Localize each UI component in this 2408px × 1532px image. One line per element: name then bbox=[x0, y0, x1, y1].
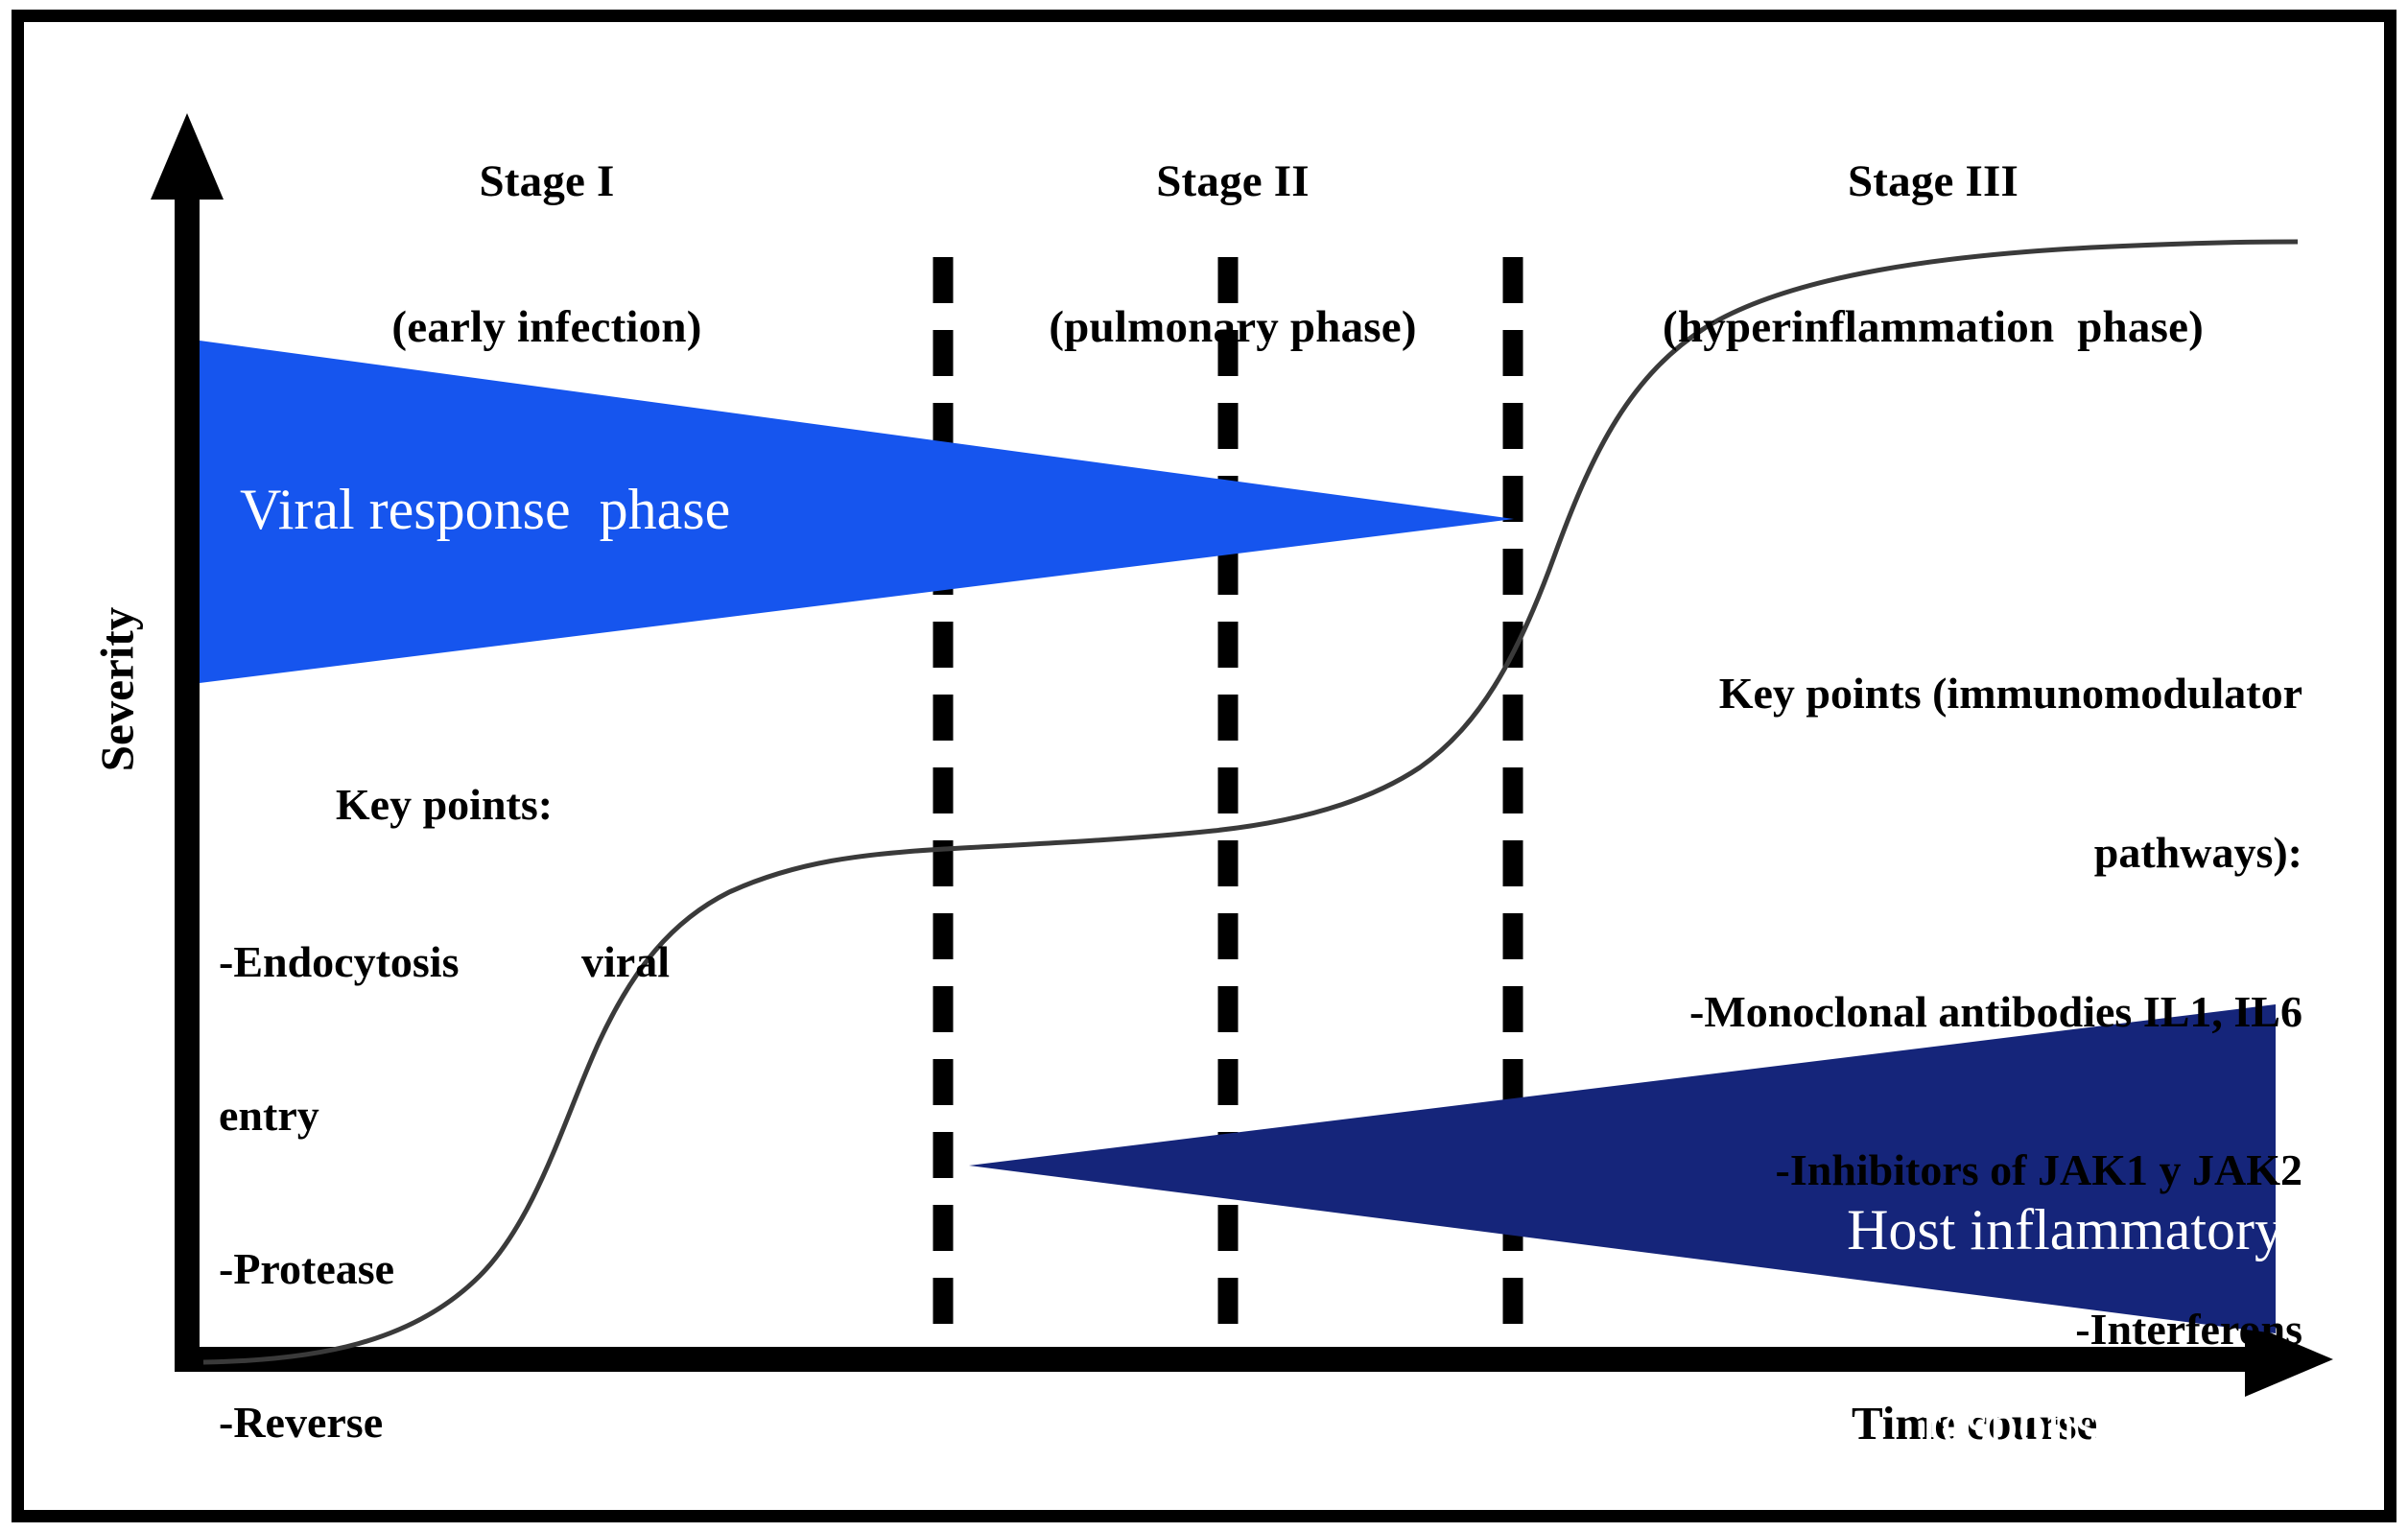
stage-1-name: Stage I bbox=[479, 155, 615, 206]
stage-header-2: Stage II (pulmonary phase) bbox=[959, 67, 1506, 443]
key-points-left-line-1a: -Endocytosis bbox=[219, 936, 460, 986]
key-points-left-row-1: -Endocytosis viral bbox=[219, 936, 670, 987]
stage-header-3: Stage III (hyperinflammation phase) bbox=[1535, 67, 2331, 443]
key-points-right-line-1: -Monoclonal antibodies IL1, IL6 bbox=[1689, 986, 2302, 1036]
key-points-right: Key points (immunomodulator pathways): -… bbox=[1410, 561, 2302, 1461]
host-inflammatory-label-line-2: response phase bbox=[1922, 1391, 2283, 1455]
stage-2-subtitle: (pulmonary phase) bbox=[1049, 301, 1417, 352]
stage-header-1: Stage I (early infection) bbox=[259, 67, 835, 443]
host-inflammatory-band bbox=[969, 1004, 2276, 1333]
y-axis-label: Severity bbox=[90, 606, 144, 772]
stage-2-name: Stage II bbox=[1156, 155, 1310, 206]
key-points-left-header: Key points: bbox=[335, 779, 554, 829]
key-points-right-line-2: -Inhibitors of JAK1 y JAK2 bbox=[1775, 1145, 2302, 1195]
severity-curve bbox=[202, 239, 2299, 1365]
key-points-right-line-3: -Interferons bbox=[2075, 1304, 2302, 1354]
key-points-right-header-line-2: pathways): bbox=[2093, 827, 2302, 877]
x-axis-label: Time course bbox=[1852, 1397, 2098, 1450]
y-axis bbox=[151, 113, 224, 1372]
stage-3-subtitle: (hyperinflammation phase) bbox=[1663, 301, 2204, 352]
key-points-right-header-line-1: Key points (immunomodulator bbox=[1718, 669, 2302, 719]
key-points-left: Key points: -Endocytosis viral entry -Pr… bbox=[219, 676, 670, 1532]
viral-response-band bbox=[200, 341, 1514, 683]
stage-1-subtitle: (early infection) bbox=[391, 301, 702, 352]
host-inflammatory-label-line-1: Host inflammatory bbox=[1847, 1198, 2283, 1262]
key-points-left-line-3: -Protease bbox=[219, 1243, 395, 1293]
key-points-left-line-2: entry bbox=[219, 1090, 319, 1140]
key-points-left-line-4: -Reverse bbox=[219, 1398, 384, 1448]
viral-response-label: Viral response phase bbox=[240, 478, 731, 541]
host-inflammatory-label: Host inflammatory response phase bbox=[1593, 1070, 2283, 1532]
figure-border bbox=[12, 10, 2396, 1522]
key-points-left-line-1b: viral bbox=[581, 936, 670, 986]
stage-3-name: Stage III bbox=[1847, 155, 2019, 206]
